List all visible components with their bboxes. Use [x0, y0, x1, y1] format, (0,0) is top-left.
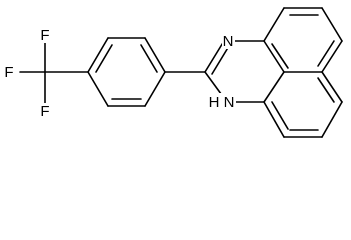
fluorine-left-label: F — [4, 64, 13, 81]
phenyl-ring — [87, 37, 166, 107]
fluorine-top-label: F — [40, 27, 49, 44]
trifluoromethyl-group: F F F — [2, 27, 89, 120]
fluorine-bottom-label: F — [40, 103, 49, 120]
amine-hydrogen-label: H — [209, 94, 220, 111]
amine-nitrogen-label: N — [224, 94, 235, 111]
chemical-structure-diagram: F F F — [2, 7, 343, 138]
perimidine-ring-system — [204, 7, 343, 138]
imine-nitrogen-label: N — [223, 33, 234, 50]
